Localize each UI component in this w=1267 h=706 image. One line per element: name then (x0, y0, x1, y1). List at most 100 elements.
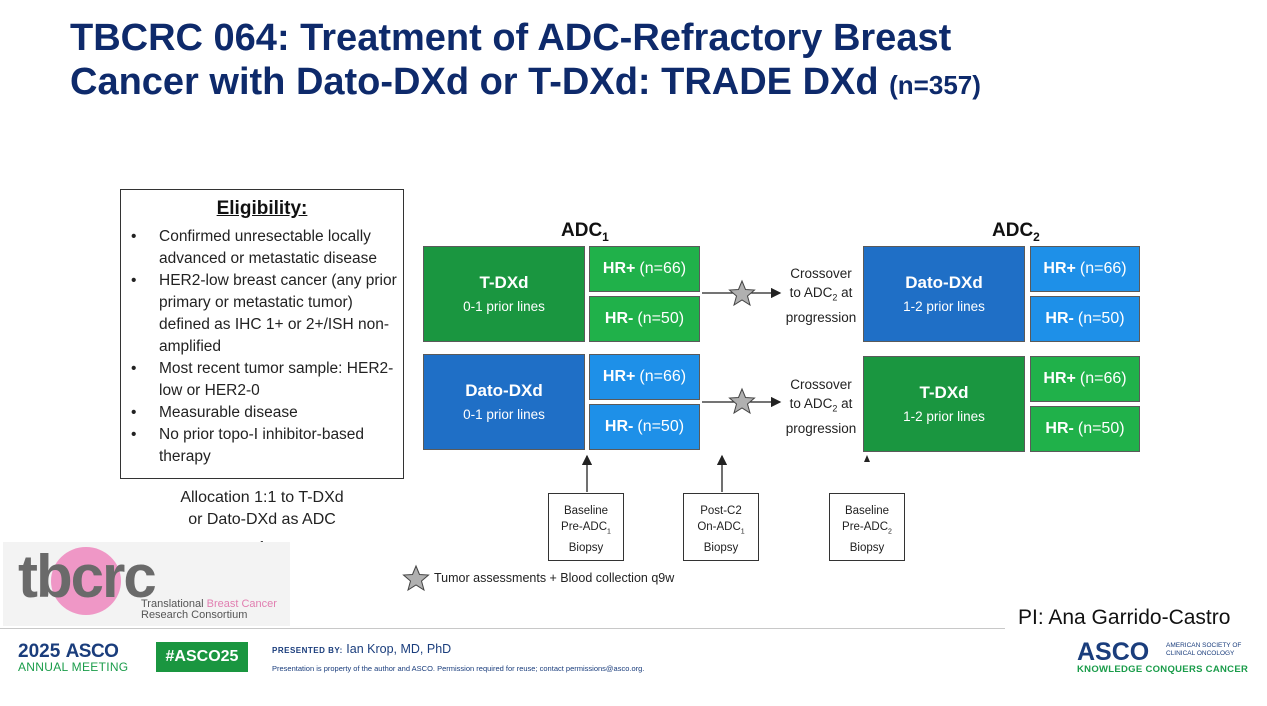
adc1-label: ADC1 (561, 220, 609, 244)
hr-label: HR- (1045, 310, 1074, 327)
arm1-adc2-box: Dato-DXd 1-2 prior lines (863, 246, 1025, 342)
tbcrc-logo-word: tbcrc (18, 543, 157, 610)
biopsy-l2-sub: 1 (740, 528, 745, 536)
title-n: (n=357) (889, 70, 981, 100)
allocation-line-1: Allocation 1:1 to T-DXd (180, 489, 344, 506)
crossover-l2-text: to ADC (789, 285, 833, 300)
arm1-adc1-hrneg: HR-(n=50) (589, 296, 700, 342)
crossover-l2-end: at (837, 396, 853, 411)
presented-label: PRESENTED BY: (272, 646, 343, 655)
arm1-adc1-name: T-DXd (479, 273, 529, 292)
arm2-adc1-hrpos: HR+(n=66) (589, 354, 700, 400)
hr-n: (n=50) (637, 310, 685, 327)
arm2-adc2-hrpos: HR+(n=66) (1030, 356, 1140, 402)
eligibility-list: Confirmed unresectable locally advanced … (121, 226, 403, 468)
arm2-adc1-hrneg: HR-(n=50) (589, 404, 700, 450)
hr-n: (n=50) (1077, 310, 1125, 327)
crossover-l2-text: to ADC (789, 396, 833, 411)
arm1-crossover: Crossover to ADC2 at progression (779, 264, 863, 327)
biopsy-line-2: On-ADC1 (684, 519, 758, 540)
legend-star-icon (402, 564, 430, 592)
arm2-adc2-lines: 1-2 prior lines (903, 409, 985, 424)
biopsy-l2-text: Pre-ADC (561, 521, 608, 533)
hr-label: HR- (604, 310, 634, 327)
tbcrc-logo-oval (51, 547, 121, 615)
meeting-asco: ASCO (65, 641, 119, 662)
presenter-name: Ian Krop, MD, PhD (346, 642, 452, 656)
biopsy-line-1: Baseline (844, 505, 890, 517)
hr-label: HR+ (1043, 370, 1076, 387)
arm1-adc2-lines: 1-2 prior lines (903, 299, 985, 314)
asco-meeting-logo: 2025 ASCO (18, 641, 119, 663)
arm2-adc1-lines: 0-1 prior lines (463, 407, 545, 422)
crossover-l2-sub: 2 (832, 403, 838, 414)
arm1-adc2-name: Dato-DXd (905, 273, 983, 292)
presenter-line: PRESENTED BY: Ian Krop, MD, PhD (272, 642, 451, 656)
asco-tagline: KNOWLEDGE CONQUERS CANCER (1077, 664, 1249, 675)
arm1-adc2-hrneg: HR-(n=50) (1030, 296, 1140, 342)
pi-text: PI: Ana Garrido-Castro (1018, 606, 1231, 629)
arm2-adc2-name: T-DXd (919, 383, 969, 402)
adc2-label: ADC2 (992, 220, 1040, 244)
arm1-adc1-lines: 0-1 prior lines (463, 299, 545, 314)
arm2-adc2-box: T-DXd 1-2 prior lines (863, 356, 1025, 452)
crossover-line-1: Crossover (790, 377, 852, 392)
hr-n: (n=66) (639, 260, 687, 277)
biopsy-l2-sub: 2 (888, 528, 892, 536)
hr-label: HR+ (602, 260, 636, 277)
crossover-line-1: Crossover (790, 266, 852, 281)
eligibility-item: Most recent tumor sample: HER2-low or HE… (131, 358, 397, 402)
eligibility-item: No prior topo-I inhibitor-based therapy (131, 424, 397, 468)
crossover-l2-sub: 2 (832, 292, 838, 303)
adc1-label-text: ADC (561, 220, 603, 241)
legend-text: Tumor assessments + Blood collection q9w (434, 571, 675, 585)
biopsy-box: Post-C2 On-ADC1 Biopsy (683, 493, 759, 561)
tbcrc-line1b: Breast Cancer (206, 598, 277, 610)
biopsy-line-2: Pre-ADC1 (549, 519, 623, 540)
hr-n: (n=50) (1077, 420, 1125, 437)
arm2-adc1-name: Dato-DXd (465, 381, 543, 400)
biopsy-line-3: Biopsy (568, 542, 604, 555)
biopsy-line-3: Biopsy (849, 542, 885, 555)
meeting-year: 2025 (18, 641, 61, 662)
hashtag-badge: #ASCO25 (156, 642, 248, 672)
biopsy-line-1: Post-C2 (700, 505, 742, 517)
arm2-crossover: Crossover to ADC2 at progression (779, 375, 863, 438)
biopsy3-arrowhead (864, 455, 870, 462)
hr-label: HR+ (1043, 260, 1076, 277)
hr-label: HR+ (602, 368, 636, 385)
asco-society-line-2: CLINICAL ONCOLOGY (1166, 650, 1235, 657)
hr-n: (n=50) (637, 418, 685, 435)
hr-n: (n=66) (639, 368, 687, 385)
adc2-label-text: ADC (992, 220, 1034, 241)
hr-n: (n=66) (1079, 370, 1127, 387)
allocation-text: Allocation 1:1 to T-DXd or Dato-DXd as A… (120, 487, 404, 557)
tbcrc-logo-line-2: Research Consortium (141, 609, 248, 621)
slide-title: TBCRC 064: Treatment of ADC-Refractory B… (70, 16, 981, 107)
footer-divider (0, 628, 1005, 629)
eligibility-item: Measurable disease (131, 402, 397, 424)
biopsy-line-3: Biopsy (703, 542, 739, 555)
annual-meeting-text: ANNUAL MEETING (18, 660, 129, 674)
biopsy-line-2: Pre-ADC2 (830, 519, 904, 540)
biopsy-l2-text: Pre-ADC (842, 521, 889, 533)
crossover-l2-end: at (837, 285, 853, 300)
hr-label: HR- (1045, 420, 1074, 437)
tbcrc-logo: tbcrc Translational Breast Cancer Resear… (3, 542, 290, 626)
crossover-line-3: progression (785, 309, 857, 325)
biopsy-l2-text: On-ADC (697, 521, 741, 533)
biopsy-line-1: Baseline (563, 505, 609, 517)
hr-label: HR- (604, 418, 634, 435)
tbcrc-line1a: Translational (141, 598, 207, 610)
arm1-adc2-hrpos: HR+(n=66) (1030, 246, 1140, 292)
hr-n: (n=66) (1079, 260, 1127, 277)
crossover-line-3: progression (785, 420, 857, 436)
arm2-adc1-box: Dato-DXd 0-1 prior lines (423, 354, 585, 450)
arm2-adc2-hrneg: HR-(n=50) (1030, 406, 1140, 452)
arm1-adc1-box: T-DXd 0-1 prior lines (423, 246, 585, 342)
eligibility-item: HER2-low breast cancer (any prior primar… (131, 270, 397, 358)
eligibility-item: Confirmed unresectable locally advanced … (131, 226, 397, 270)
arm1-adc1-hrpos: HR+(n=66) (589, 246, 700, 292)
